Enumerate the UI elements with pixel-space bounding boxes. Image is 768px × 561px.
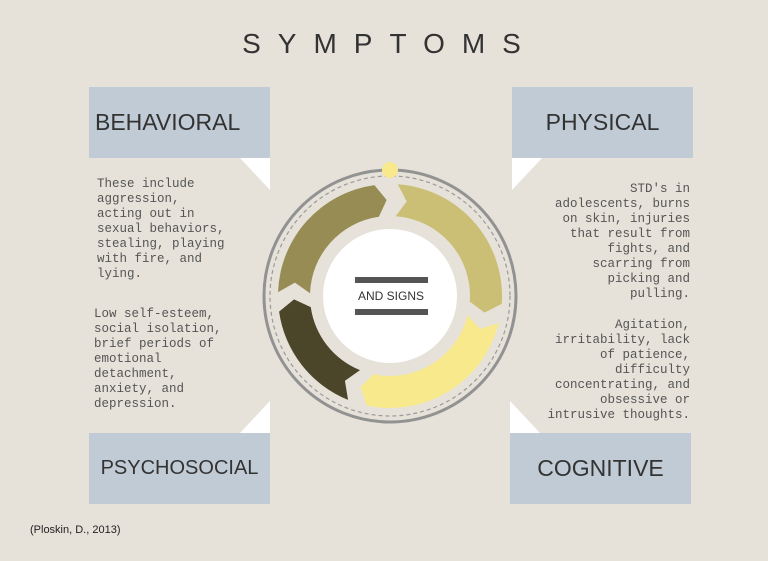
cognitive-pointer xyxy=(510,401,540,433)
center-label: AND SIGNS xyxy=(358,289,424,303)
center-bar-top xyxy=(355,277,428,283)
physical-text: STD's in adolescents, burns on skin, inj… xyxy=(554,182,690,301)
dashed-ring xyxy=(269,175,511,417)
physical-pointer xyxy=(512,158,542,190)
cycle-arrow-3 xyxy=(279,299,361,400)
center-bar-bottom xyxy=(355,309,428,315)
behavioral-pointer xyxy=(240,158,270,190)
cycle-arrow-1 xyxy=(395,184,502,313)
citation: (Ploskin, D., 2013) xyxy=(30,524,121,536)
behavioral-text: These include aggression, acting out in … xyxy=(97,177,225,281)
center-circle xyxy=(323,229,457,363)
physical-header: PHYSICAL xyxy=(512,87,693,158)
cycle-arrow-2 xyxy=(360,315,499,408)
cognitive-header: COGNITIVE xyxy=(510,433,691,504)
psychosocial-header: PSYCHOSOCIAL xyxy=(89,433,270,504)
psychosocial-pointer xyxy=(240,401,270,433)
cognitive-text: Agitation, irritability, lack of patienc… xyxy=(547,318,690,422)
psychosocial-text: Low self-esteem, social isolation, brief… xyxy=(94,307,222,411)
page-title: SYMPTOMS xyxy=(242,28,538,59)
top-dot xyxy=(382,162,398,178)
cycle-arrow-4 xyxy=(278,185,387,294)
behavioral-header: BEHAVIORAL xyxy=(89,87,270,158)
